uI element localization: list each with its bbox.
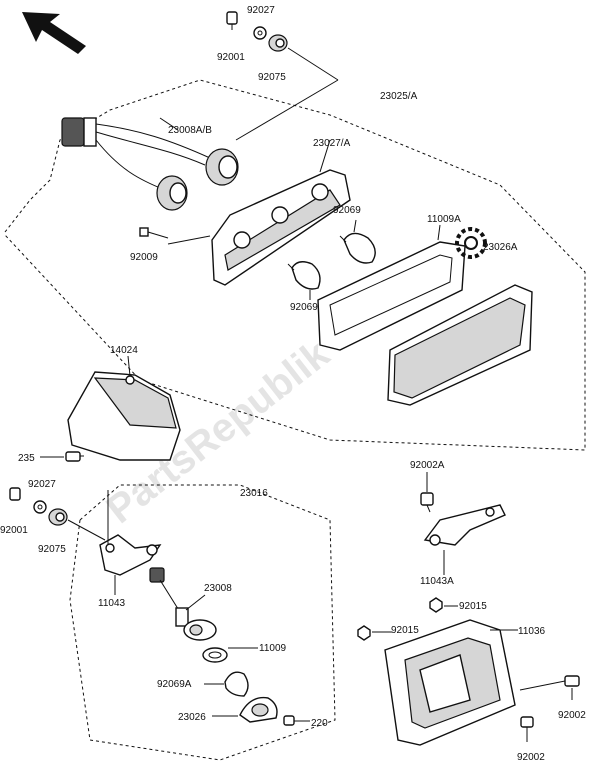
grommet-92075-top (268, 34, 288, 52)
cover-14024 (67, 371, 181, 461)
screw-220 (283, 715, 295, 726)
label-23025a: 23025/A (380, 91, 418, 102)
label-23008: 23008 (204, 583, 232, 594)
label-11043: 11043 (98, 598, 126, 609)
label-92009: 92009 (130, 252, 158, 263)
gasket-11009 (202, 647, 228, 663)
label-92015-right: 92015 (459, 601, 487, 612)
bulb-92069-right (339, 232, 376, 264)
screw-92002-bottom (520, 716, 534, 728)
label-23008ab: 23008A/B (168, 125, 212, 136)
label-92002-right: 92002 (558, 710, 586, 721)
label-92027-mid: 92027 (28, 479, 56, 490)
label-92002-bottom: 92002 (517, 752, 545, 763)
bracket-11043a (423, 504, 506, 546)
label-11043a: 11043A (420, 576, 454, 587)
label-23027a: 23027/A (313, 138, 351, 149)
screw-92002-right (564, 675, 580, 687)
screw-92002a (420, 492, 434, 513)
label-92069a: 92069A (157, 679, 192, 690)
lens-23026 (239, 696, 278, 723)
washer-92027-mid (33, 500, 47, 514)
label-14024: 14024 (110, 345, 138, 356)
gasket-11009a (317, 241, 466, 351)
label-11009: 11009 (259, 643, 287, 654)
label-92075-top: 92075 (258, 72, 286, 83)
nut-92015-right (429, 597, 443, 613)
grommet-92075-mid (48, 508, 68, 526)
arrow-up-left-icon (22, 12, 86, 54)
label-92001-top: 92001 (217, 52, 245, 63)
assembly-outline-23025 (4, 79, 586, 451)
wiring-harness-23008ab (61, 117, 239, 211)
label-220: 220 (311, 718, 328, 729)
bulb-92069a (224, 671, 249, 697)
screw-92001-top (226, 11, 238, 30)
socket-23008 (149, 567, 217, 641)
label-92069-right: 92069 (333, 205, 361, 216)
label-23016: 23016 (240, 488, 268, 499)
bracket-11043 (99, 534, 162, 576)
screw-92001-mid (9, 487, 21, 501)
label-92069-left: 92069 (290, 302, 318, 313)
screw-92009 (139, 227, 169, 239)
label-92015-left: 92015 (391, 625, 419, 636)
label-23026: 23026 (178, 712, 206, 723)
label-92075-mid: 92075 (38, 544, 66, 555)
screw-235 (65, 451, 84, 462)
label-92002a: 92002A (410, 460, 445, 471)
bulb-92069-left (287, 261, 321, 290)
nut-92015-left (357, 625, 371, 641)
assembly-outline-23016 (69, 484, 336, 761)
label-11009a: 11009A (427, 214, 461, 225)
label-23026a: 23026A (483, 242, 518, 253)
label-92001-mid: 92001 (0, 525, 28, 536)
label-92027-top: 92027 (247, 5, 275, 16)
housing-23027a (211, 169, 351, 286)
label-11036: 11036 (518, 626, 546, 637)
washer-92027-top (253, 26, 267, 40)
label-235: 235 (18, 453, 35, 464)
plate-bracket-11036 (384, 619, 516, 746)
lens-23026a (387, 284, 533, 406)
gear-icon (455, 227, 487, 259)
